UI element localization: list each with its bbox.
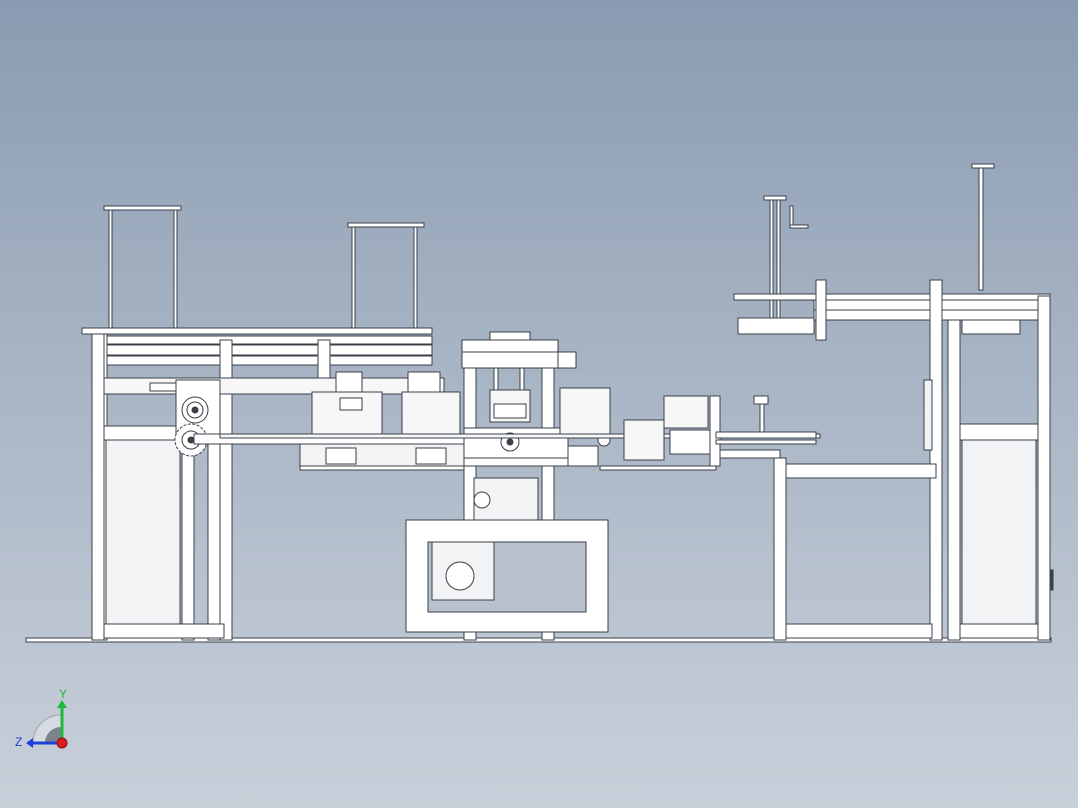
left-hanger-bar-2: [347, 222, 425, 228]
right-lifter-2: [971, 163, 995, 169]
left-post-3: [207, 433, 221, 641]
right-post-1: [815, 279, 827, 341]
mid-right-mech-1: [623, 419, 665, 461]
right-top-beam: [733, 293, 1051, 301]
right-side-panel: [961, 439, 1037, 625]
y-axis-label: Y: [59, 687, 67, 701]
base-plate: [25, 637, 1052, 643]
center-plate: [463, 427, 569, 459]
z-axis-label: Z: [15, 735, 22, 749]
right-lifter-1: [763, 195, 787, 201]
x-axis-dot: [56, 737, 68, 749]
left-hanger-bar-1: [103, 205, 182, 211]
center-top-beam: [461, 339, 559, 353]
right-post-4: [1037, 295, 1051, 641]
left-side-panel: [105, 439, 181, 625]
left-post-2: [181, 433, 195, 641]
right-post-2: [929, 279, 943, 641]
z-axis-arrow: [26, 738, 33, 748]
center-station: [559, 387, 611, 439]
left-post-1: [91, 333, 105, 641]
left-top-beam: [81, 327, 433, 335]
y-axis-arrow: [57, 700, 67, 708]
right-conveyor: [715, 431, 817, 439]
left-station-2: [401, 391, 461, 437]
coordinate-triad: Y Z: [15, 687, 68, 749]
right-post-3: [947, 319, 961, 641]
main-rail: [219, 433, 821, 439]
